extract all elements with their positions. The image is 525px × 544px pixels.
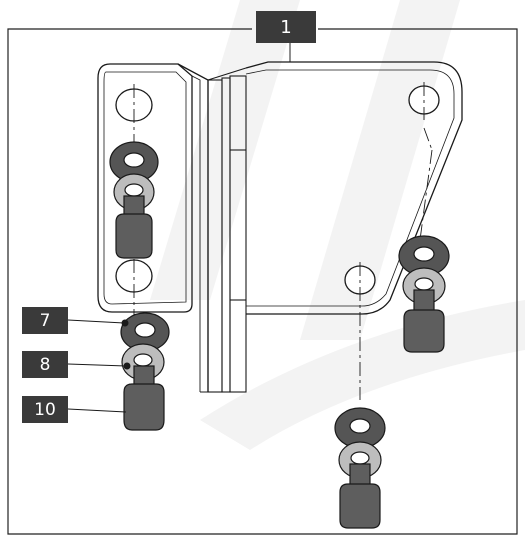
bracket-fold xyxy=(200,67,247,393)
callout-flat-washer: 7 xyxy=(22,307,68,334)
callout-leaders xyxy=(67,319,131,413)
fastener-stack-b xyxy=(120,312,170,431)
fastener-stack-a xyxy=(109,141,159,259)
callout-main-assembly: 1 xyxy=(256,11,316,43)
callout-hex-bolt: 10 xyxy=(22,396,68,423)
fastener-stack-d xyxy=(334,407,386,529)
fastener-stack-c xyxy=(398,235,450,353)
frame-border xyxy=(7,28,518,535)
callout-lock-washer: 8 xyxy=(22,351,68,378)
watermark-logo xyxy=(150,0,525,450)
center-lines xyxy=(133,82,433,400)
right-bracket-plate xyxy=(245,61,463,315)
